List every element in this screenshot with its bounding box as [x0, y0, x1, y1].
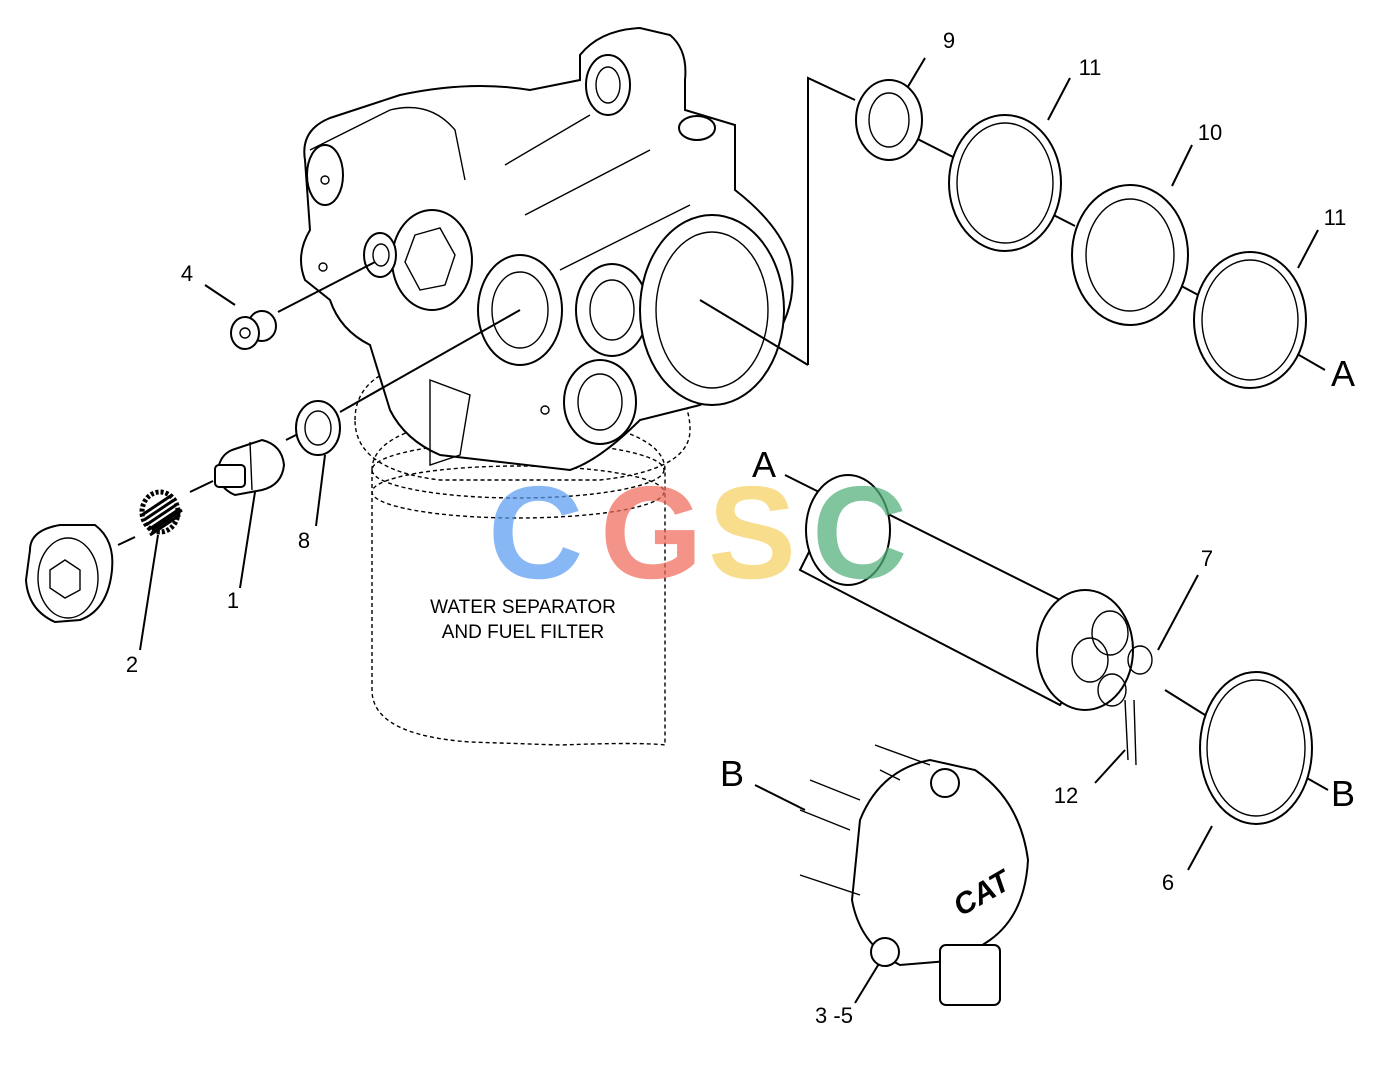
callout-8: 8 [298, 528, 310, 553]
callout-7: 7 [1201, 546, 1213, 571]
part-9-seal [855, 79, 923, 161]
callout-2: 2 [126, 652, 138, 677]
ref-b-left: B [720, 753, 744, 794]
callout-12: 12 [1054, 783, 1078, 808]
part-8-seal [295, 400, 341, 456]
callout-11-top: 11 [1079, 55, 1102, 80]
reference-letters: A A B B [720, 353, 1355, 814]
callout-6: 6 [1162, 870, 1174, 895]
part-11-oring-right [1193, 251, 1307, 389]
callout-numbers: 1 2 3 -5 4 6 7 8 9 10 11 11 12 [126, 28, 1347, 1028]
caption-line-1: WATER SEPARATOR [430, 597, 616, 618]
part-3-5-sensor [799, 744, 1030, 1006]
caption-line-2: AND FUEL FILTER [442, 622, 605, 643]
ref-a-center: A [752, 444, 776, 485]
watermark: C G S C [488, 459, 907, 606]
filter-element [798, 474, 1153, 766]
callout-11-right: 11 [1324, 205, 1347, 230]
callout-1: 1 [227, 588, 239, 613]
callout-3-5: 3 -5 [815, 1003, 853, 1028]
canister-caption: WATER SEPARATOR AND FUEL FILTER [430, 597, 616, 643]
drain-plug [24, 524, 114, 624]
part-6-oring [1199, 671, 1313, 825]
watermark-letter-3: S [708, 459, 796, 606]
filter-base [300, 26, 794, 472]
callout-4: 4 [181, 261, 193, 286]
part-11-oring-top [948, 114, 1062, 252]
callout-leaders [139, 57, 1319, 1004]
watermark-letter-2: G [600, 459, 703, 606]
part-1-valve [214, 438, 286, 497]
part-4-plug [230, 310, 277, 350]
part-10-seal [1071, 184, 1189, 326]
callout-9: 9 [943, 28, 955, 53]
part-2-spring [139, 489, 183, 537]
ref-a-right: A [1331, 353, 1355, 394]
ref-b-right: B [1331, 773, 1355, 814]
callout-10: 10 [1198, 120, 1222, 145]
watermark-letter-1: C [488, 459, 583, 606]
watermark-letter-4: C [812, 459, 907, 606]
